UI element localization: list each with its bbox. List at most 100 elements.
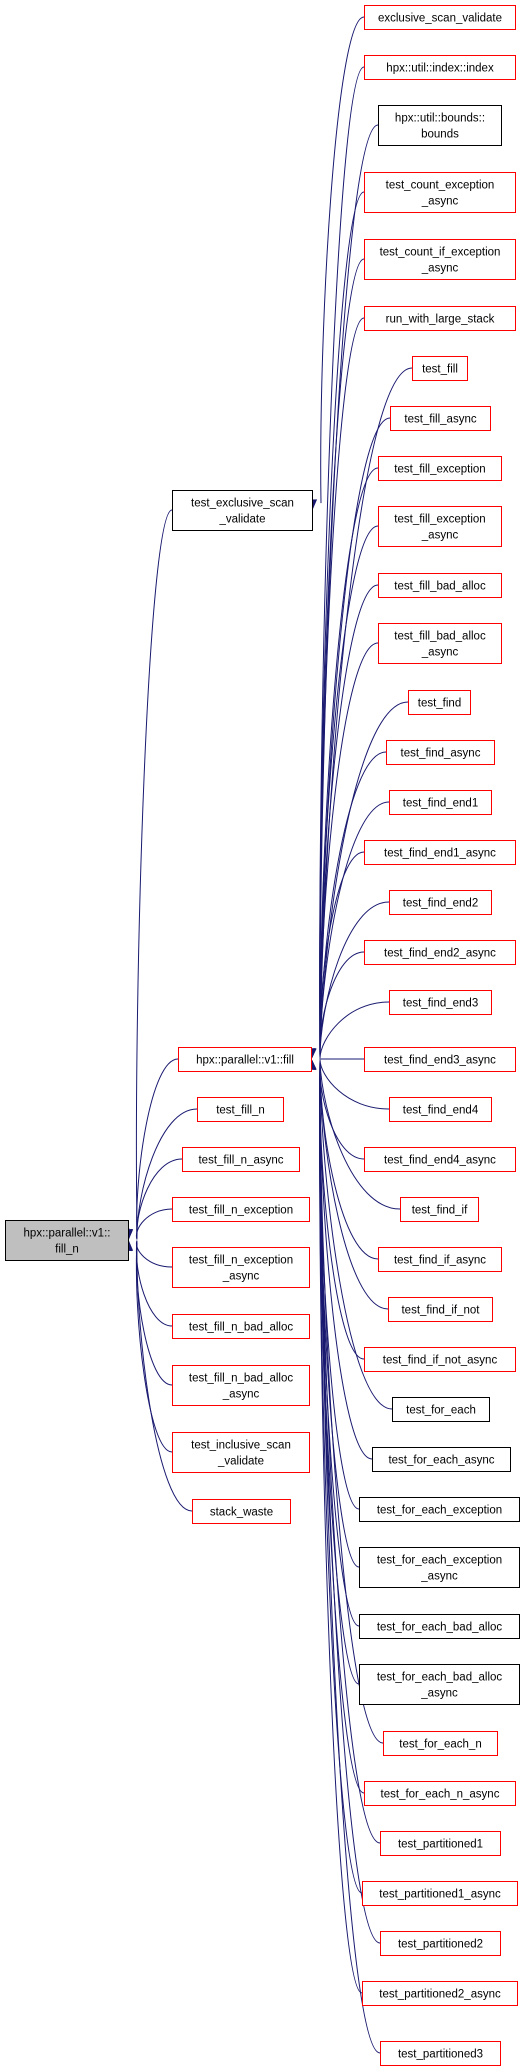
node-box — [359, 1497, 520, 1522]
graph-nodes: hpx::parallel::v1::fill_ntest_exclusive_… — [5, 5, 520, 2066]
graph-node-index[interactable]: hpx::util::index::index — [364, 55, 516, 80]
graph-node-test-fill-exception[interactable]: test_fill_exception — [378, 456, 502, 481]
node-box — [378, 105, 502, 146]
graph-node-test-partitioned1[interactable]: test_partitioned1 — [380, 1831, 501, 1856]
graph-node-test-find-end1-async[interactable]: test_find_end1_async — [364, 840, 516, 865]
node-box — [362, 1981, 518, 2006]
node-label: test_find_end4_async — [384, 1155, 496, 1167]
graph-node-test-fill[interactable]: test_fill — [412, 356, 468, 381]
node-label: stack_waste — [210, 1507, 273, 1519]
node-label: test_partitioned2 — [398, 1939, 483, 1951]
graph-node-test-count-if-exception-async[interactable]: test_count_if_exception_async — [364, 239, 516, 280]
graph-node-test-find-end4[interactable]: test_find_end4 — [389, 1097, 492, 1122]
call-edge — [135, 1241, 173, 1327]
node-box — [172, 1197, 310, 1222]
node-label: test_fill_bad_alloc — [394, 581, 486, 593]
call-edge — [319, 1072, 381, 2054]
graph-node-test-find-end3-async[interactable]: test_find_end3_async — [364, 1047, 516, 1072]
graph-node-test-fill-async[interactable]: test_fill_async — [390, 406, 491, 431]
graph-node-test-for-each-exception[interactable]: test_for_each_exception — [359, 1497, 520, 1522]
graph-node-test-find-end4-async[interactable]: test_find_end4_async — [364, 1147, 516, 1172]
node-label: _validate — [217, 1456, 264, 1468]
graph-node-test-fill-n-async[interactable]: test_fill_n_async — [182, 1147, 300, 1172]
node-box — [364, 1147, 516, 1172]
graph-node-test-find-if-async[interactable]: test_find_if_async — [378, 1247, 502, 1272]
graph-node-test-find-if-not-async[interactable]: test_find_if_not_async — [364, 1347, 516, 1372]
node-box — [389, 790, 492, 815]
call-edge — [319, 1063, 393, 1410]
graph-node-test-find-end3[interactable]: test_find_end3 — [389, 990, 492, 1015]
graph-node-test-find-if-not[interactable]: test_find_if_not — [388, 1297, 493, 1322]
graph-node-test-count-exception-async[interactable]: test_count_exception_async — [364, 172, 516, 213]
node-label: test_find_end3_async — [384, 1055, 496, 1067]
graph-node-test-partitioned2-async[interactable]: test_partitioned2_async — [362, 1981, 518, 2006]
graph-node-test-partitioned2[interactable]: test_partitioned2 — [380, 1931, 501, 1956]
node-label: test_fill_async — [404, 414, 476, 426]
graph-node-test-for-each-bad-alloc-async[interactable]: test_for_each_bad_alloc_async — [359, 1664, 520, 1705]
graph-node-test-for-each-exception-async[interactable]: test_for_each_exception_async — [359, 1547, 520, 1588]
node-label: _async — [222, 1271, 260, 1283]
call-edge — [319, 1068, 384, 1744]
node-label: test_fill_n_bad_alloc — [189, 1322, 293, 1334]
call-edge — [319, 801, 390, 1056]
node-label: test_for_each_bad_alloc — [377, 1622, 503, 1634]
graph-node-test-fill-n-bad-alloc-async[interactable]: test_fill_n_bad_alloc_async — [172, 1365, 310, 1406]
graph-node-stack-waste[interactable]: stack_waste — [192, 1499, 291, 1524]
call-edge — [319, 66, 365, 1046]
call-edge — [319, 951, 365, 1058]
node-label: test_for_each — [406, 1405, 476, 1417]
graph-node-test-partitioned1-async[interactable]: test_partitioned1_async — [362, 1881, 518, 1906]
graph-node-run-with-large-stack[interactable]: run_with_large_stack — [364, 306, 516, 331]
node-box — [378, 1247, 502, 1272]
graph-node-fill[interactable]: hpx::parallel::v1::fill — [178, 1047, 312, 1072]
node-label: test_for_each_exception — [377, 1555, 502, 1567]
graph-node-test-for-each-bad-alloc[interactable]: test_for_each_bad_alloc — [359, 1614, 520, 1639]
call-edge — [135, 1240, 173, 1268]
graph-node-test-find-end1[interactable]: test_find_end1 — [389, 790, 492, 815]
call-edge — [320, 16, 365, 504]
node-label: test_fill_exception — [394, 514, 485, 526]
graph-node-test-for-each-async[interactable]: test_for_each_async — [372, 1447, 511, 1472]
node-box — [362, 1881, 518, 1906]
graph-node-test-inclusive-scan-validate[interactable]: test_inclusive_scan_validate — [172, 1432, 310, 1473]
graph-node-test-fill-exception-async[interactable]: test_fill_exception_async — [378, 506, 502, 547]
call-edge — [136, 1243, 193, 1512]
graph-node-test-find-end2-async[interactable]: test_find_end2_async — [364, 940, 516, 965]
graph-node-test-find[interactable]: test_find — [408, 690, 471, 715]
graph-node-test-fill-n-bad-alloc[interactable]: test_fill_n_bad_alloc — [172, 1314, 310, 1339]
node-label: test_for_each_async — [388, 1455, 494, 1467]
node-label: test_count_exception — [386, 180, 495, 192]
node-box — [408, 690, 471, 715]
graph-node-test-find-end2[interactable]: test_find_end2 — [389, 890, 492, 915]
graph-node-test-for-each-n[interactable]: test_for_each_n — [383, 1731, 498, 1756]
graph-node-test-fill-bad-alloc-async[interactable]: test_fill_bad_alloc_async — [378, 623, 502, 664]
node-label: test_partitioned3 — [398, 2049, 483, 2061]
node-box — [364, 306, 516, 331]
node-box — [389, 890, 492, 915]
node-label: test_find_end4 — [403, 1105, 479, 1117]
graph-node-test-for-each-n-async[interactable]: test_for_each_n_async — [364, 1781, 516, 1806]
node-box — [378, 573, 502, 598]
call-edge — [319, 642, 379, 1054]
graph-node-test-fill-n-exception[interactable]: test_fill_n_exception — [172, 1197, 310, 1222]
graph-node-test-fill-bad-alloc[interactable]: test_fill_bad_alloc — [378, 573, 502, 598]
graph-node-test-fill-n-exception-async[interactable]: test_fill_n_exception _async — [172, 1247, 310, 1288]
node-label: test_find_end3 — [403, 998, 478, 1010]
call-edge — [319, 584, 379, 1053]
node-label: test_fill_n_bad_alloc — [189, 1373, 293, 1385]
graph-node-test-fill-n[interactable]: test_fill_n — [197, 1097, 284, 1122]
graph-node-exclusive-scan-validate[interactable]: exclusive_scan_validate — [364, 5, 516, 30]
graph-node-test-partitioned3[interactable]: test_partitioned3 — [380, 2041, 501, 2066]
node-box — [388, 1297, 493, 1322]
node-label: test_fill_n_exception — [189, 1255, 293, 1267]
node-box — [392, 1397, 490, 1422]
graph-node-test-for-each[interactable]: test_for_each — [392, 1397, 490, 1422]
node-box — [364, 55, 516, 80]
graph-node-test-find-if[interactable]: test_find_if — [400, 1197, 479, 1222]
call-edge — [319, 1059, 390, 1110]
node-box — [364, 172, 516, 213]
graph-node-bounds[interactable]: hpx::util::bounds::bounds — [378, 105, 502, 146]
call-edge — [135, 1242, 173, 1453]
graph-node-test-exclusive-scan-validate[interactable]: test_exclusive_scan_validate — [172, 490, 313, 531]
graph-node-test-find-async[interactable]: test_find_async — [386, 740, 495, 765]
